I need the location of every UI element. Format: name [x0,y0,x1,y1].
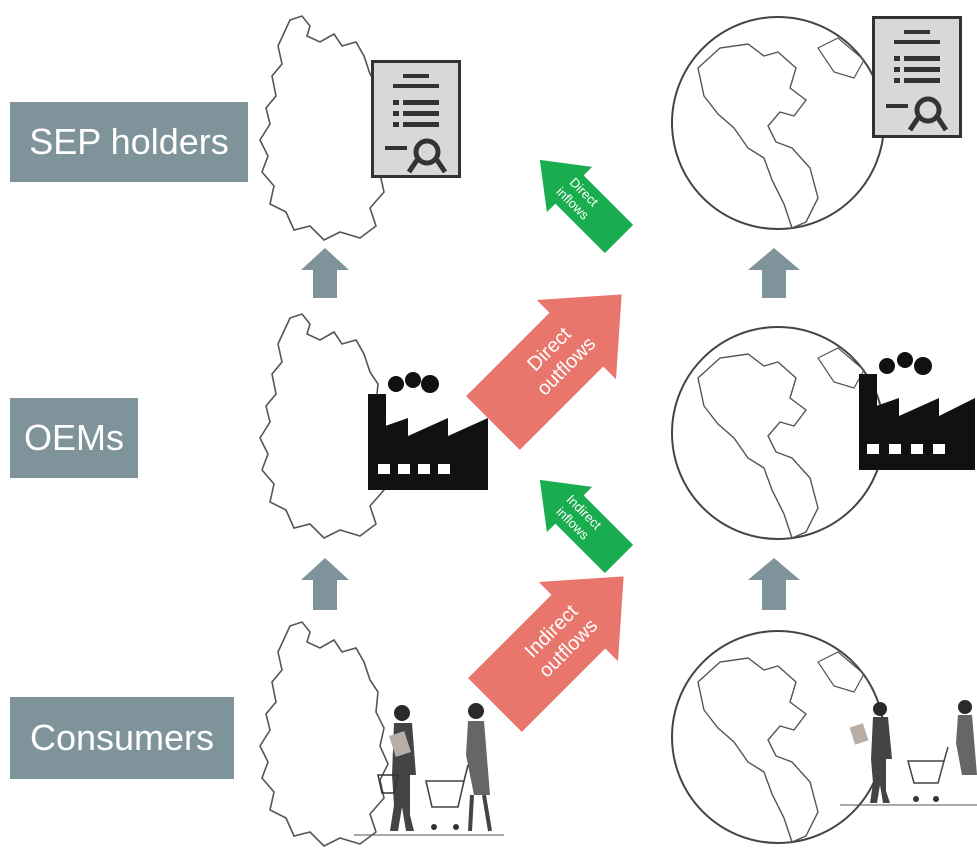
label-sep-holders-text: SEP holders [29,121,229,162]
indirect-inflows-arrow: Indirect inflows [539,479,634,574]
patent-certificate-icon [872,16,962,138]
shoppers-icon [354,703,504,836]
up-arrow-icon [301,248,349,298]
germany-map-icon [259,15,389,241]
patent-certificate-icon [371,60,461,178]
factory-icon [368,372,488,490]
factory-icon [859,352,975,470]
direct-outflows-arrow: Direct outflows [466,294,622,450]
germany-map-icon [259,313,389,539]
label-consumers: Consumers [10,697,234,779]
up-arrow-icon [301,558,349,610]
up-arrow-icon [748,558,800,610]
indirect-outflows-arrow: Indirect outflows [468,576,624,732]
up-arrow-icon [748,248,800,298]
label-consumers-text: Consumers [29,717,215,758]
germany-map-icon [259,621,389,847]
shoppers-icon [840,700,977,806]
direct-inflows-arrow: Direct inflows [539,159,634,254]
label-oems-text: OEMs [23,417,124,458]
label-sep-holders: SEP holders [10,102,248,182]
label-oems: OEMs [10,398,138,478]
